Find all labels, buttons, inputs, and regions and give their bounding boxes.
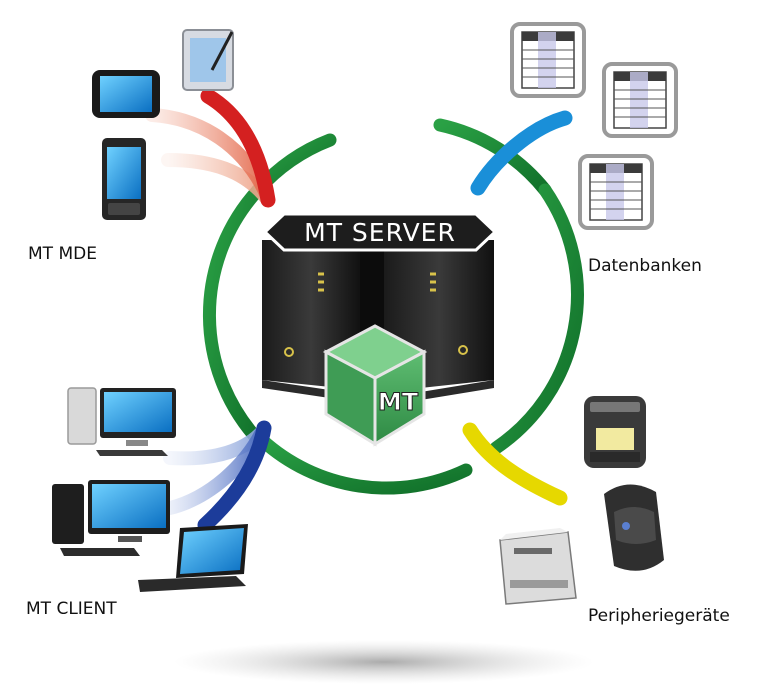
client-link-laptop — [197, 420, 272, 533]
mde-devices — [92, 29, 234, 220]
client-group-label: MT CLIENT — [26, 599, 117, 619]
server-title-banner — [262, 212, 498, 252]
peripheral-devices — [499, 396, 664, 605]
peripherals-group-label: Peripheriegeräte — [588, 606, 730, 626]
db-link — [470, 110, 573, 196]
mde-connectors — [145, 88, 276, 208]
desktop-pc-icon — [52, 480, 170, 556]
server: MT SERVER — [262, 212, 498, 406]
ring-arc-right — [489, 183, 584, 455]
desktop-pc-icon — [67, 387, 176, 456]
cube-logo: MT — [378, 388, 419, 416]
ring-arc-top-right — [433, 118, 552, 197]
tablet-stylus-icon — [182, 29, 234, 91]
databases-group-label: Datenbanken — [588, 256, 702, 276]
mobile-printer-icon — [604, 484, 664, 571]
ring-arc-left — [202, 183, 267, 449]
mde-group-label: MT MDE — [28, 244, 97, 264]
laptop-icon — [138, 524, 248, 592]
mobile-printer-icon — [584, 396, 646, 468]
floor-shadow — [174, 640, 594, 684]
ring-arc-bottom — [255, 433, 473, 495]
databases — [510, 22, 678, 230]
peripheral-link — [462, 422, 568, 506]
database-table-icon — [602, 62, 678, 138]
laser-printer-icon — [499, 528, 577, 605]
mde-link-stylus — [200, 88, 276, 208]
client-devices — [52, 387, 248, 592]
client-connectors — [163, 420, 272, 533]
database-table-icon — [578, 154, 654, 230]
mt-cube: MT — [322, 324, 428, 447]
server-title: MT SERVER — [304, 218, 456, 247]
database-table-icon — [510, 22, 586, 98]
tablet-icon — [92, 70, 160, 118]
smartphone-icon — [102, 138, 146, 220]
